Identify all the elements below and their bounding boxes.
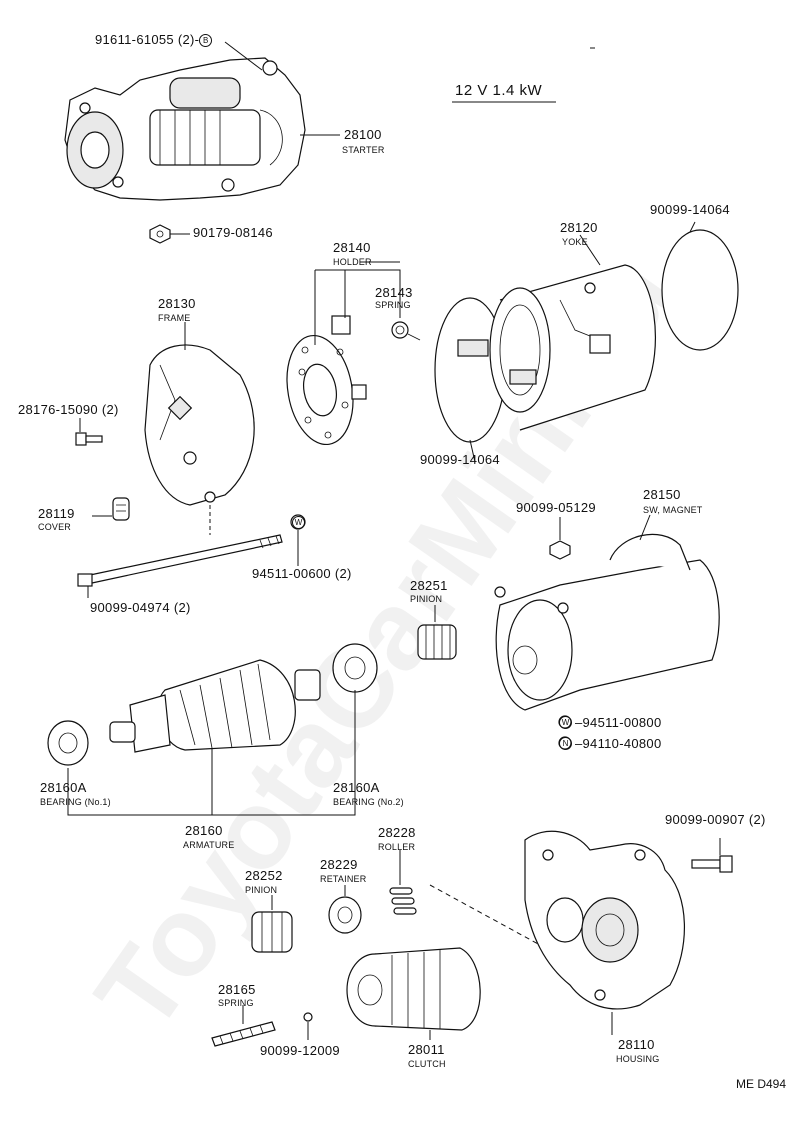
bearing-no1-drawing (47, 720, 89, 766)
part-name-clutch: CLUTCH (408, 1059, 446, 1069)
part-number-90099-00907: 90099-00907 (2) (665, 812, 766, 827)
retainer-28229-drawing (328, 896, 362, 934)
part-label-91611-61055: 91611-61055 (2)-B (95, 32, 213, 48)
washer-w-icon-2: W (559, 716, 572, 729)
part-number-28119: 28119 (38, 506, 75, 521)
part-name-roller: ROLLER (378, 842, 416, 852)
pinion-28252-drawing (251, 911, 293, 953)
part-number-28143: 28143 (375, 285, 413, 300)
part-number-28120: 28120 (560, 220, 598, 235)
part-number-90179-08146: 90179-08146 (193, 225, 273, 240)
part-number-28229: 28229 (320, 857, 358, 872)
part-number-28251: 28251 (410, 578, 448, 593)
part-number-28130: 28130 (158, 296, 196, 311)
o-ring-90099-14064-right (661, 229, 739, 351)
part-number: 94110-40800 (582, 736, 662, 751)
nut-90179-drawing (149, 224, 171, 244)
part-number-90099-14064-bottom: 90099-14064 (420, 452, 500, 467)
part-number: 94511-00600 (2) (252, 566, 352, 581)
part-number-28011: 28011 (408, 1042, 445, 1057)
part-number-90099-05129: 90099-05129 (516, 500, 596, 515)
part-name-housing: HOUSING (616, 1054, 660, 1064)
brush-holder-drawing (286, 315, 367, 446)
badge-b-icon: B (199, 34, 213, 48)
part-number-28110: 28110 (618, 1037, 655, 1052)
part-name-bearing-no1: BEARING (No.1) (40, 797, 111, 807)
part-number-28160a-no1: 28160A (40, 780, 87, 795)
part-number: 94511-00800 (582, 715, 662, 730)
part-number-28165: 28165 (218, 982, 256, 997)
part-name-frame: FRAME (158, 313, 191, 323)
part-name-spring-28165: SPRING (218, 998, 254, 1008)
part-number: 91611-61055 (2) (95, 32, 195, 47)
diagram-reference-code: ME D494 (736, 1077, 787, 1091)
part-name-pinion-28251: PINION (410, 594, 443, 604)
bolt-90099-00907-drawing (691, 855, 733, 873)
spec-voltage-power: 12 V 1.4 kW (455, 82, 543, 99)
magnetic-switch-drawing (494, 533, 720, 711)
armature-drawing (109, 659, 321, 753)
part-name-bearing-no2: BEARING (No.2) (333, 797, 404, 807)
part-name-spring-28143: SPRING (375, 300, 411, 310)
part-number-90099-14064-top: 90099-14064 (650, 202, 730, 217)
bolt-28176-drawing (75, 432, 103, 446)
part-name-holder: HOLDER (333, 257, 372, 267)
part-number-94511-00800: –94511-00800 (575, 715, 662, 730)
clutch-28011-drawing (346, 947, 481, 1031)
roller-28228-drawing (389, 887, 417, 915)
nut-90099-05129-drawing (549, 540, 571, 560)
part-number-28100: 28100 (344, 127, 382, 142)
bearing-no2-drawing (332, 643, 378, 693)
part-name-pinion-28252: PINION (245, 885, 278, 895)
cover-28119-drawing (112, 497, 130, 521)
nut-n-icon: N (559, 737, 572, 750)
part-name-yoke: YOKE (562, 237, 588, 247)
part-number-28252: 28252 (245, 868, 283, 883)
part-number-28176-15090: 28176-15090 (2) (18, 402, 119, 417)
part-number-28160: 28160 (185, 823, 223, 838)
commutator-end-frame-drawing (144, 344, 255, 506)
part-name-retainer: RETAINER (320, 874, 367, 884)
yoke-drawing (434, 264, 656, 443)
housing-drawing (524, 830, 685, 1010)
washer-w-icon: W (292, 516, 305, 529)
part-number-28140: 28140 (333, 240, 371, 255)
part-number-94110-40800: –94110-40800 (575, 736, 662, 751)
part-number-28150: 28150 (643, 487, 681, 502)
part-number-90099-12009: 90099-12009 (260, 1043, 340, 1058)
through-bolt-drawing (77, 534, 283, 587)
part-name-starter: STARTER (342, 145, 385, 155)
part-name-armature: ARMATURE (183, 840, 235, 850)
part-name-cover: COVER (38, 522, 72, 532)
pinion-28251-drawing (417, 624, 457, 660)
part-number-90099-04974: 90099-04974 (2) (90, 600, 191, 615)
part-label-94511-00600: 94511-00600 (2) (252, 566, 352, 581)
ball-90099-12009-drawing (303, 1012, 313, 1022)
part-name-sw-magnet: SW, MAGNET (643, 505, 703, 515)
part-number-28228: 28228 (378, 825, 416, 840)
spring-28143-drawing (391, 321, 421, 341)
starter-assembly-drawing (64, 57, 306, 201)
part-number-28160a-no2: 28160A (333, 780, 380, 795)
spring-28165-drawing (211, 1021, 276, 1047)
